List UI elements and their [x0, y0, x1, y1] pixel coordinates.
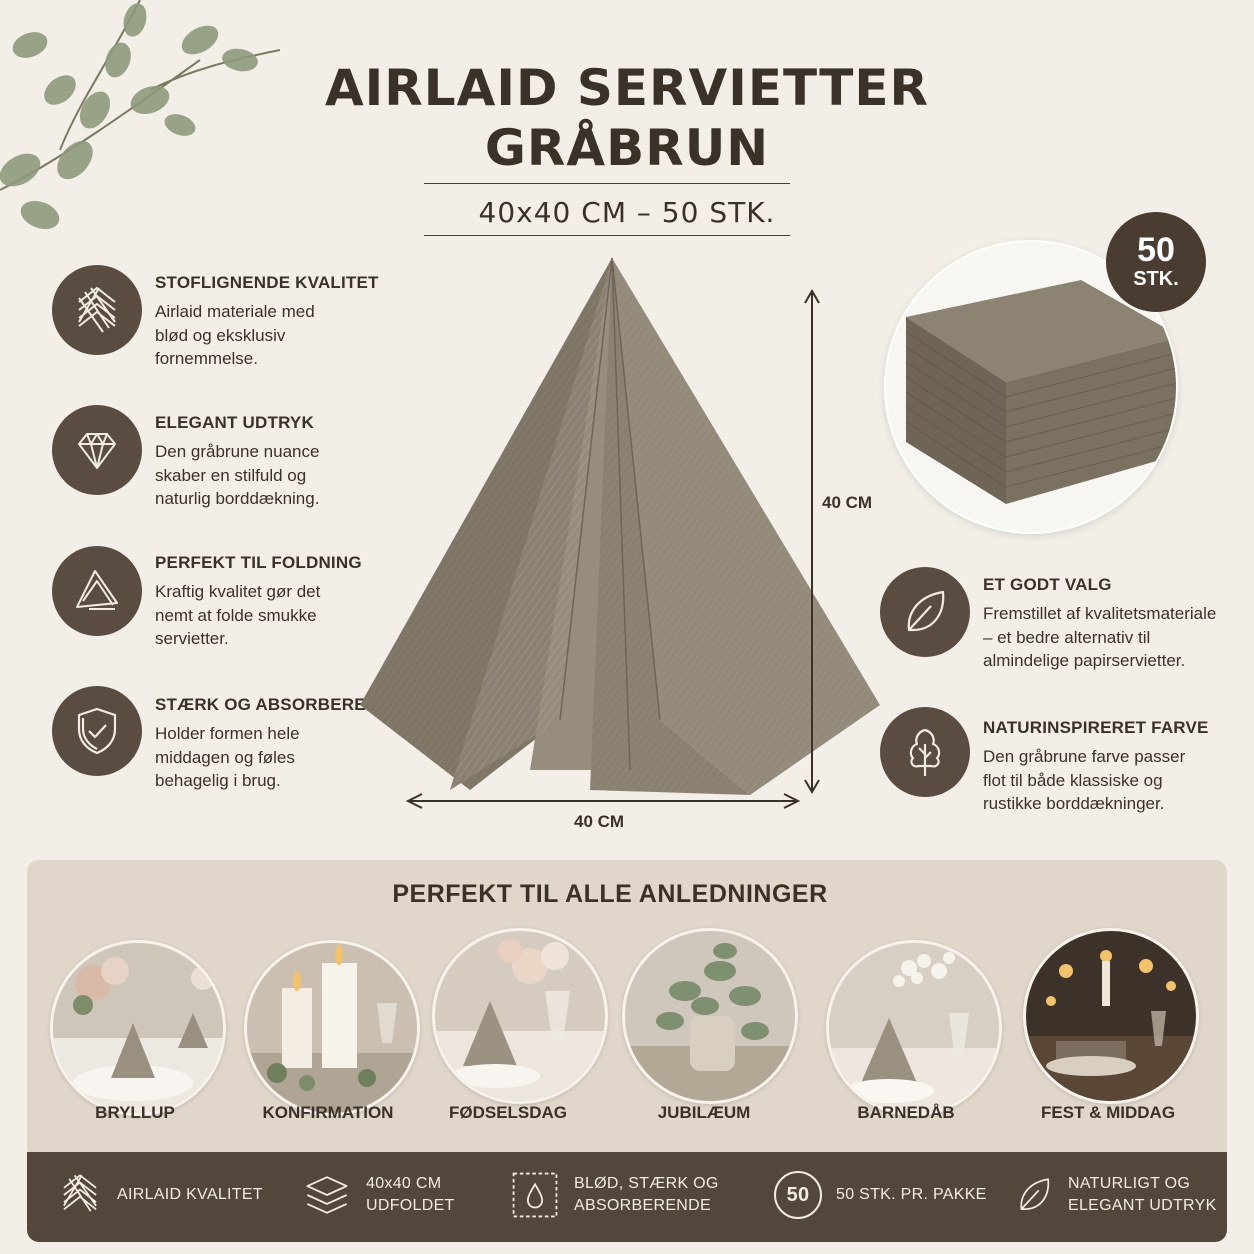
feature-heading: PERFEKT TIL FOLDNING — [155, 553, 362, 572]
occasion-image-christening — [826, 940, 1002, 1116]
occasions-title: PERFEKT TIL ALLE ANLEDNINGER — [392, 880, 828, 908]
feature-text: Fremstillet af kvalitetsmateriale– et be… — [983, 604, 1217, 670]
dimension-arrows — [405, 289, 820, 809]
subtitle: 40x40 CM – 50 STK. — [478, 196, 776, 229]
occasion-image-party-dinner — [1023, 928, 1199, 1104]
bar-item-count: 50 50 STK. PR. PAKKE — [774, 1170, 987, 1220]
occasion-label: FEST & MIDDAG — [1040, 1103, 1176, 1122]
occasion-image-wedding — [50, 940, 226, 1116]
title-line-2: GRÅBRUN — [484, 119, 770, 177]
weave-icon — [63, 1174, 97, 1212]
occasion-label: KONFIRMATION — [262, 1103, 394, 1122]
leaf-icon — [880, 567, 970, 657]
feature-heading: ET GODT VALG — [983, 575, 1112, 594]
badge-number: 50 — [1137, 231, 1175, 269]
bar-item-airlaid: AIRLAID KVALITET — [55, 1170, 263, 1220]
title-rule-top — [424, 183, 790, 184]
tree-icon — [880, 707, 970, 797]
feature-heading: STÆRK OG ABSORBERENDE — [155, 695, 403, 714]
badge-unit: STK. — [1133, 268, 1179, 290]
fifty-circle-icon: 50 — [774, 1171, 822, 1219]
feature-heading: NATURINSPIRERET FARVE — [983, 718, 1209, 737]
folded-napkin-icon — [52, 546, 142, 636]
layers-icon — [306, 1176, 348, 1214]
diamond-icon — [52, 405, 142, 495]
feature-heading: STOFLIGNENDE KVALITET — [155, 273, 379, 292]
eucalyptus-decoration — [0, 0, 281, 230]
occasion-image-anniversary — [622, 928, 798, 1104]
occasion-image-confirmation — [244, 940, 420, 1116]
title-rule-bottom — [424, 235, 790, 236]
occasion-image-birthday — [432, 928, 608, 1104]
occasion-label: FØDSELSDAG — [448, 1103, 568, 1122]
shield-check-icon — [52, 686, 142, 776]
feature-heading: ELEGANT UDTRYK — [155, 413, 314, 432]
width-label: 40 CM — [574, 812, 625, 831]
occasion-label: BARNEDÅB — [857, 1103, 955, 1122]
height-label: 40 CM — [822, 493, 873, 512]
droplet-icon — [512, 1172, 558, 1218]
leaf-icon — [1020, 1178, 1050, 1211]
weave-icon — [52, 265, 142, 355]
occasion-label: JUBILÆUM — [657, 1103, 751, 1122]
bottom-feature-bar — [27, 1152, 1227, 1242]
page-title: AIRLAID SERVIETTER GRÅBRUN — [0, 58, 1254, 178]
title-line-1: AIRLAID SERVIETTER — [324, 59, 929, 117]
count-badge: 50 STK. — [1106, 212, 1206, 312]
occasion-label: BRYLLUP — [95, 1103, 175, 1122]
